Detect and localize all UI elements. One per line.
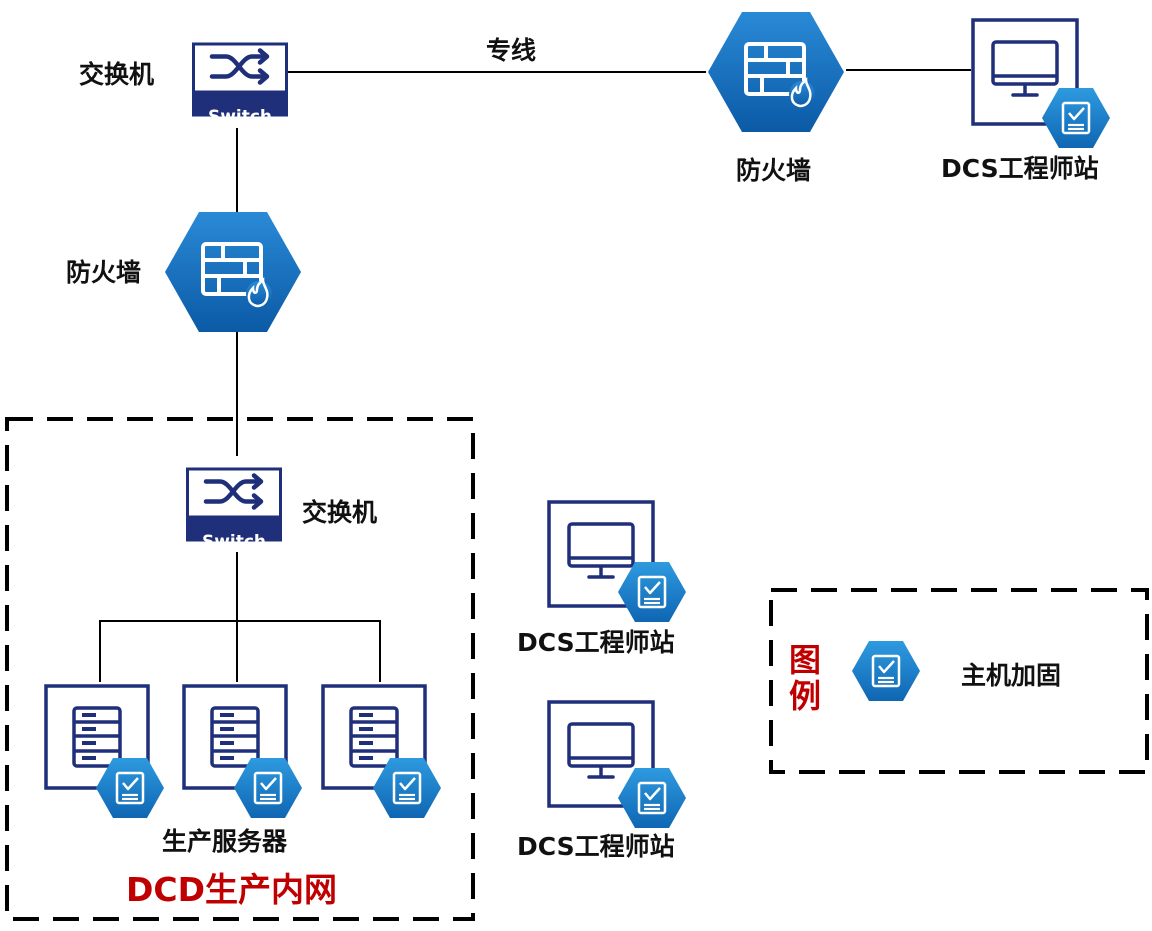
switch-inner-label: 交换机 <box>302 498 378 527</box>
switch-icon <box>188 469 281 540</box>
firewall-left-label: 防火墙 <box>66 258 142 287</box>
switch-top-label: 交换机 <box>79 60 155 89</box>
servers-label: 生产服务器 <box>162 827 288 856</box>
switch-icon <box>194 44 287 115</box>
legend-item-label: 主机加固 <box>961 661 1062 690</box>
host-hardening-icon <box>850 639 922 703</box>
firewall-icon <box>163 210 303 334</box>
legend-title-1: 图 <box>789 641 822 679</box>
switch-inner: Switch <box>188 469 281 552</box>
firewall-icon <box>706 10 846 134</box>
switch-top: Switch <box>194 44 287 127</box>
zone-title: DCD生产内网 <box>126 870 338 909</box>
legend-title-2: 例 <box>789 677 822 715</box>
dedicated-line-label: 专线 <box>486 36 537 65</box>
connection-lines <box>99 69 971 682</box>
firewall-right-label: 防火墙 <box>736 156 812 185</box>
dcs-middle-1-label: DCS工程师站 <box>517 628 675 657</box>
dcs-top-right-label: DCS工程师站 <box>941 154 1099 183</box>
dcs-middle-2-label: DCS工程师站 <box>517 832 675 861</box>
intranet-zone-border <box>5 417 475 921</box>
switch-inner-caption: Switch <box>202 532 266 552</box>
switch-top-caption: Switch <box>208 107 272 127</box>
line-server-bus <box>99 620 381 682</box>
legend-border <box>769 588 1149 774</box>
